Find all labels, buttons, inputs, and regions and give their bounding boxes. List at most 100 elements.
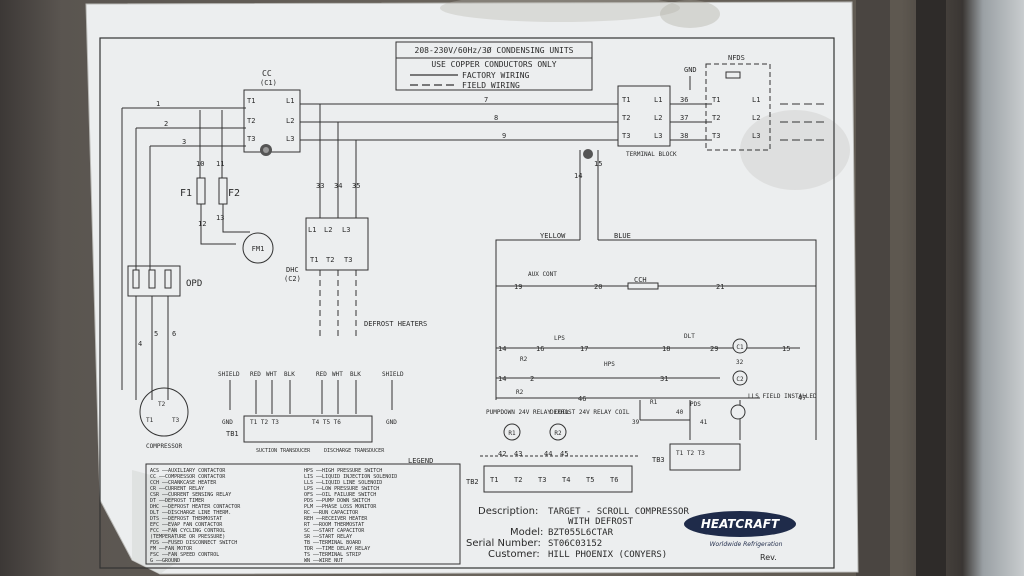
svg-text:PUMPDOWN 24V RELAY COIL: PUMPDOWN 24V RELAY COIL — [486, 409, 569, 416]
svg-text:L1: L1 — [752, 96, 760, 104]
svg-text:GND: GND — [684, 66, 697, 74]
door-seal — [916, 0, 946, 576]
svg-text:T3: T3 — [622, 132, 630, 140]
svg-text:17: 17 — [580, 345, 588, 353]
svg-text:R1: R1 — [508, 430, 516, 437]
svg-text:SUCTION TRANSDUCER: SUCTION TRANSDUCER — [256, 448, 311, 454]
model-value: BZT055L6CTAR — [548, 528, 614, 538]
svg-text:DISCHARGE TRANSDUCER: DISCHARGE TRANSDUCER — [324, 448, 385, 454]
svg-text:43: 43 — [514, 450, 522, 458]
fuse-f2: F2 — [228, 188, 240, 199]
fan-motor: FM1 — [242, 232, 274, 264]
svg-text:TERMINAL BLOCK: TERMINAL BLOCK — [626, 151, 677, 158]
legend-item: OFS ——OIL FAILURE SWITCH — [304, 492, 376, 498]
header-note: USE COPPER CONDUCTORS ONLY — [431, 60, 556, 69]
legend-item: (TEMPERATURE OR PRESSURE) — [150, 534, 225, 540]
svg-text:38: 38 — [680, 132, 688, 140]
legend-item: TB ——TERMINAL BOARD — [304, 540, 361, 546]
header-box: 208-230V/60Hz/3Ø CONDENSING UNITS USE CO… — [395, 41, 593, 91]
transducers: SHIELD RED WHT BLK RED WHT BLK SHIELD GN… — [218, 371, 404, 454]
svg-text:BLK: BLK — [284, 371, 295, 378]
power-lines — [121, 103, 828, 390]
svg-text:WHT: WHT — [332, 371, 343, 378]
svg-text:DHC: DHC — [286, 266, 299, 274]
legend-item: FM ——FAN MOTOR — [150, 546, 193, 552]
svg-text:4: 4 — [138, 340, 142, 348]
svg-text:TB1: TB1 — [226, 430, 239, 438]
svg-text:L1: L1 — [654, 96, 662, 104]
svg-text:T1: T1 — [310, 256, 318, 264]
svg-text:L3: L3 — [752, 132, 760, 140]
svg-text:WHT: WHT — [266, 371, 277, 378]
svg-text:35: 35 — [352, 182, 360, 190]
legend-item: DLT ——DISCHARGE LINE THERM. — [150, 510, 231, 516]
svg-text:L1: L1 — [308, 226, 316, 234]
svg-text:DEFROST 24V RELAY COIL: DEFROST 24V RELAY COIL — [550, 409, 630, 416]
legend-item: TDR ——TIME DELAY RELAY — [304, 546, 370, 552]
legend-item: PDS ——PUMP DOWN SWITCH — [304, 498, 370, 504]
legend-item: LIS ——LIQUID INJECTION SOLENOID — [304, 474, 397, 480]
svg-text:SHIELD: SHIELD — [382, 371, 404, 378]
legend-item: TS ——TERMINAL STRIP — [304, 552, 361, 558]
rev-label: Rev. — [760, 553, 777, 562]
svg-text:T1: T1 — [146, 417, 154, 424]
paper-sheet — [85, 0, 859, 575]
svg-text:T2: T2 — [622, 114, 630, 122]
svg-text:19: 19 — [514, 283, 522, 291]
header-title: 208-230V/60Hz/3Ø CONDENSING UNITS — [415, 45, 574, 55]
svg-text:NFDS: NFDS — [728, 54, 745, 62]
field-wiring-label: FIELD WIRING — [462, 81, 520, 90]
svg-text:2: 2 — [530, 375, 534, 383]
svg-text:33: 33 — [316, 182, 324, 190]
svg-text:L3: L3 — [654, 132, 662, 140]
legend-item: REH ——RECEIVER HEATER — [304, 516, 368, 522]
svg-text:8: 8 — [494, 114, 498, 122]
svg-text:GND: GND — [222, 419, 233, 426]
svg-text:PDS: PDS — [690, 401, 701, 408]
svg-text:T1: T1 — [712, 96, 720, 104]
svg-text:DLT: DLT — [684, 333, 695, 340]
svg-text:L2: L2 — [752, 114, 760, 122]
legend-item: CC ——COMPRESSOR CONTACTOR — [150, 474, 226, 480]
svg-text:L3: L3 — [286, 135, 294, 143]
legend-item: SC ——START CAPACITOR — [304, 528, 365, 534]
svg-text:16: 16 — [536, 345, 544, 353]
svg-text:18: 18 — [662, 345, 670, 353]
customer-value: HILL PHOENIX (CONYERS) — [548, 550, 667, 560]
legend-item: DTS ——DEFROST THERMOSTAT — [150, 516, 222, 522]
legend-item: CCH ——CRANKCASE HEATER — [150, 480, 217, 486]
fuse-f1: F1 — [180, 188, 192, 199]
legend-item: FSC ——FAN SPEED CONTROL — [150, 552, 219, 558]
svg-text:29: 29 — [710, 345, 718, 353]
svg-text:47: 47 — [798, 394, 806, 402]
svg-text:T4: T4 — [562, 476, 570, 484]
serial-value: ST06C03152 — [548, 539, 602, 549]
factory-wiring-label: FACTORY WIRING — [462, 71, 530, 80]
serial-label: Serial Number: — [466, 538, 541, 549]
svg-text:T6: T6 — [610, 476, 618, 484]
svg-text:LPS: LPS — [554, 335, 565, 342]
svg-text:15: 15 — [782, 345, 790, 353]
defrost-heaters-label: DEFROST HEATERS — [364, 320, 427, 328]
legend-item: DHC ——DEFROST HEATER CONTACTOR — [150, 504, 241, 510]
svg-text:6: 6 — [172, 330, 176, 338]
svg-text:T2: T2 — [326, 256, 334, 264]
svg-text:R2: R2 — [516, 389, 524, 396]
svg-text:41: 41 — [700, 419, 708, 426]
svg-text:T3: T3 — [538, 476, 546, 484]
svg-text:2: 2 — [164, 120, 168, 128]
svg-text:1: 1 — [156, 100, 160, 108]
svg-text:10: 10 — [196, 160, 204, 168]
tb3: TB3 T1 T2 T3 — [652, 443, 741, 471]
svg-text:T3: T3 — [344, 256, 352, 264]
svg-text:L2: L2 — [654, 114, 662, 122]
legend-item: SR ——START RELAY — [304, 534, 352, 540]
svg-text:32: 32 — [736, 359, 744, 366]
svg-text:SHIELD: SHIELD — [218, 371, 240, 378]
svg-text:T3: T3 — [247, 135, 255, 143]
svg-text:13: 13 — [216, 214, 224, 222]
svg-text:TB3: TB3 — [652, 456, 665, 464]
